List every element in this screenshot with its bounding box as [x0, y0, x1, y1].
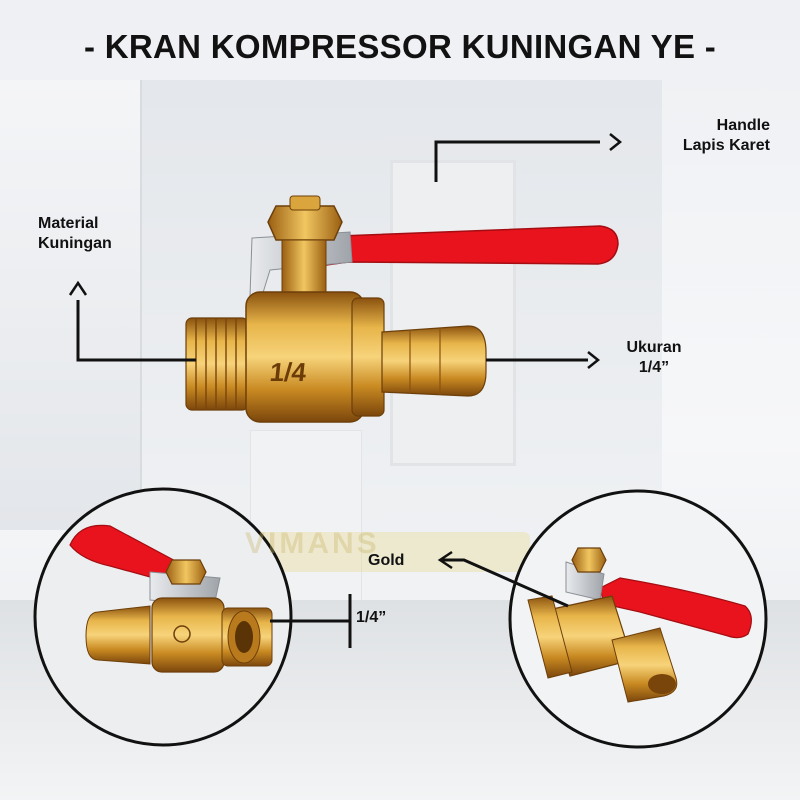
background-door-frame: [390, 160, 516, 466]
main-valve: [185, 195, 619, 423]
detail-circle-left: [33, 487, 293, 747]
valve-size-marking: 1/4: [268, 357, 308, 387]
hose-barb: [381, 325, 487, 397]
gold-label: Gold: [368, 552, 405, 569]
callout-arrowheads: [68, 133, 623, 369]
ukuran-label: Ukuran 1/4”: [604, 338, 704, 378]
material-label-line2: Kuningan: [38, 235, 112, 252]
size-label-small: 1/4”: [356, 609, 387, 626]
watermark-text: VIMANS: [245, 527, 380, 560]
handle-callout-line: [434, 140, 600, 182]
handle-label: Handle Lapis Karet: [610, 116, 770, 156]
size-callout-small: [270, 594, 352, 648]
material-callout-line: [76, 300, 196, 362]
callout-lines: [76, 140, 600, 362]
material-label: Material Kuningan: [38, 214, 168, 254]
background-window-left: [0, 80, 140, 530]
detail-circle-right: [508, 489, 768, 749]
handle-label-line2: Lapis Karet: [682, 137, 770, 154]
page-title: - KRAN KOMPRESSOR KUNINGAN YE -: [83, 28, 717, 65]
material-label-line1: Material: [38, 215, 99, 232]
red-handle: [266, 225, 619, 271]
gold-callout: [440, 558, 569, 608]
ukuran-label-line2: 1/4”: [638, 359, 670, 376]
ukuran-label-line1: Ukuran: [626, 339, 682, 356]
gold-arrowhead: [437, 550, 453, 570]
hex-nut: [267, 205, 343, 241]
handle-label-line1: Handle: [716, 117, 770, 134]
watermark-band: [230, 532, 530, 572]
